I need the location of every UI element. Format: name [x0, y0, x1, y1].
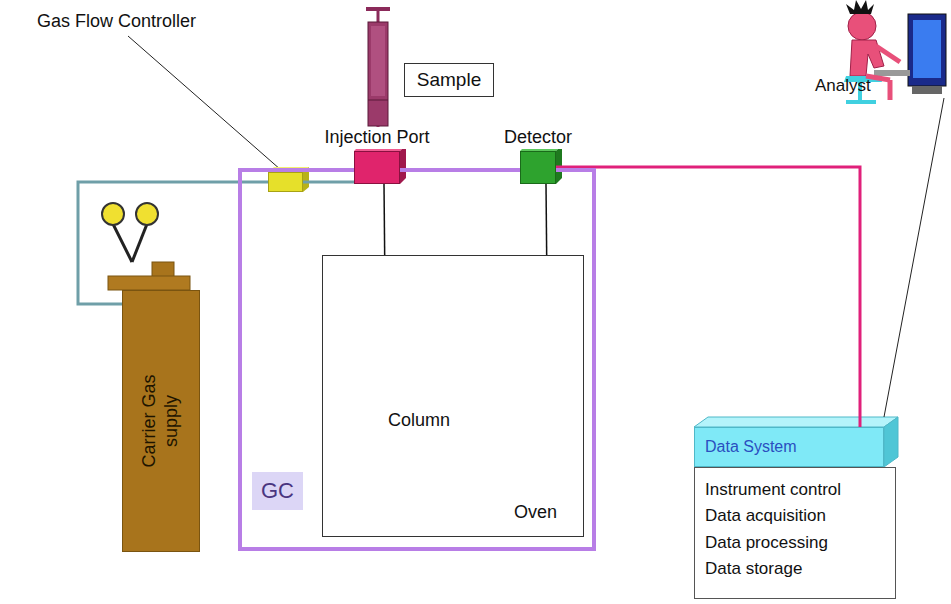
node-text: Instrument control [705, 480, 885, 500]
sample-box: Sample [404, 63, 494, 97]
node-text: Detector [502, 127, 574, 149]
regulator [102, 203, 190, 290]
node-text: Data processing [705, 533, 885, 553]
signal-cable [556, 167, 860, 427]
node-text: Gas Flow Controller [37, 11, 196, 33]
gas-cylinder: Carrier Gas supply [122, 290, 200, 552]
node-text: GC [252, 472, 303, 510]
analyst-label: Analyst [815, 76, 871, 96]
gas-line [303, 181, 354, 184]
node-text: Injection Port [322, 127, 431, 149]
data-system-box: Data System [694, 427, 884, 467]
node-text: Data acquisition [705, 506, 885, 526]
port-side [400, 145, 406, 184]
injection-port: Injection Port [354, 151, 400, 184]
column-label: Column [388, 410, 450, 432]
node-text: Carrier Gas supply [139, 371, 182, 471]
detector-side [556, 145, 562, 184]
node-text: Sample [417, 69, 481, 92]
node-text: Data System [705, 437, 797, 456]
flow-controller: Gas Flow Controller [268, 172, 303, 192]
gc-housing: GCGas Flow ControllerInjection PortDetec… [238, 168, 596, 551]
detector-box: Detector [520, 151, 556, 184]
node-text: Data storage [705, 559, 885, 579]
node-text: Oven [514, 502, 557, 524]
oven-box: Oven [322, 255, 584, 537]
leader-line [128, 36, 281, 170]
data-system-top [694, 417, 898, 427]
data-functions-box: Instrument controlData acquisitionData p… [694, 467, 896, 599]
data-system-side [884, 417, 898, 467]
